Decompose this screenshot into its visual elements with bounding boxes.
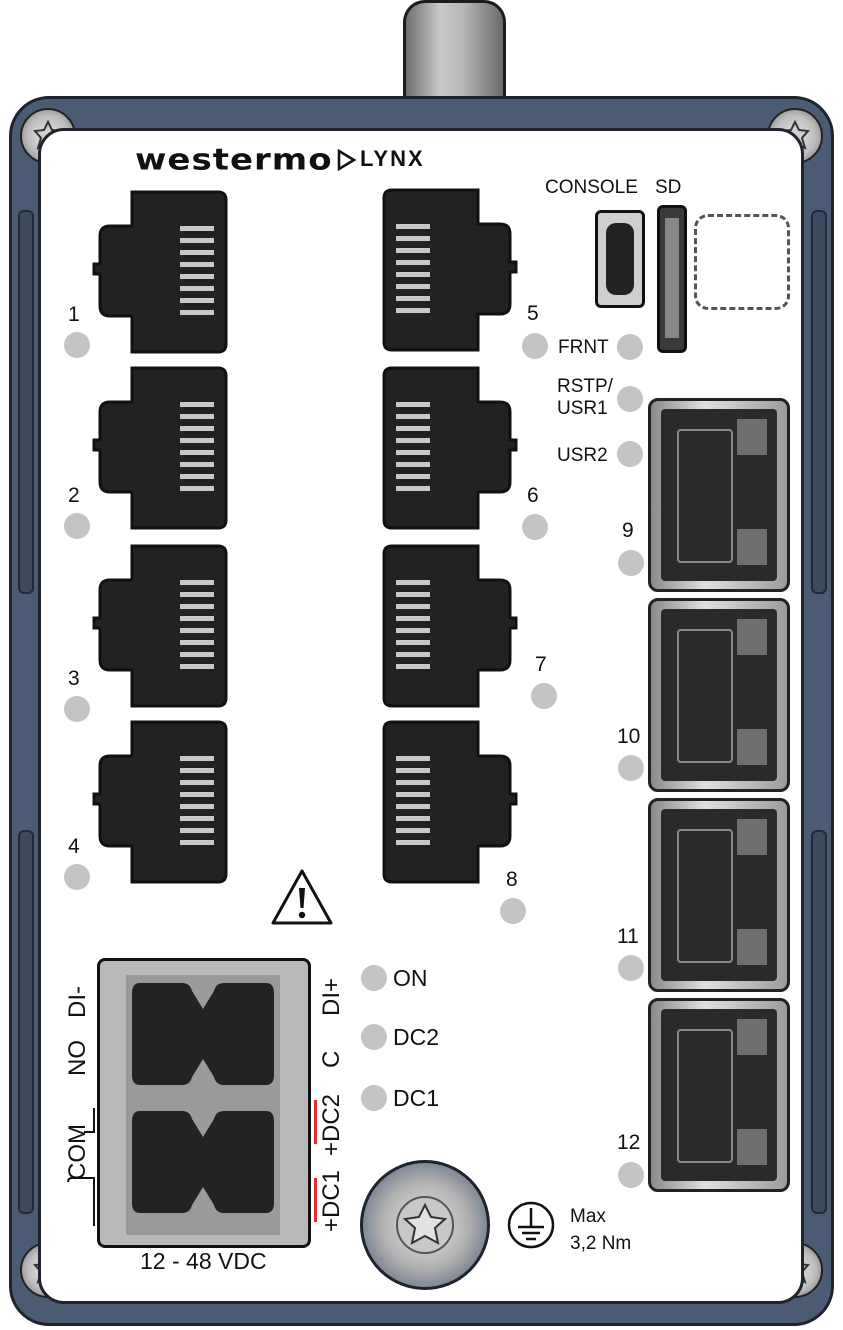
com-bracket-icon <box>67 1108 95 1226</box>
sfp-label-10: 10 <box>617 725 641 748</box>
ethernet-port-6[interactable] <box>382 366 518 530</box>
label-area <box>694 214 790 310</box>
housing-rail-right-top <box>811 210 827 594</box>
terminal-label-no: NO <box>64 1040 91 1076</box>
sfp-port-9[interactable] <box>648 398 790 592</box>
terminal-label-c: C <box>318 1050 345 1068</box>
port-label-4: 4 <box>68 835 80 858</box>
port-label-7: 7 <box>535 653 547 676</box>
port-led-3 <box>64 696 90 722</box>
housing-rail-left-bottom <box>18 830 34 1214</box>
sfp-led-11 <box>618 955 644 981</box>
port-label-6: 6 <box>527 484 539 507</box>
ethernet-port-2[interactable] <box>92 366 228 530</box>
dc2-polarity-mark <box>314 1100 317 1144</box>
terminal-label-di-plus: DI+ <box>318 977 345 1016</box>
rstp-usr1-led <box>617 386 643 412</box>
terminal-label-dc1-plus: +DC1 <box>318 1169 345 1232</box>
brand-logo: westermo <box>135 143 333 177</box>
port-led-4 <box>64 864 90 890</box>
torque-label-line2: 3,2 Nm <box>570 1233 632 1254</box>
lynx-arrow-icon <box>337 149 357 171</box>
port-led-2 <box>64 513 90 539</box>
torque-label-line1: Max <box>570 1206 606 1227</box>
port-label-1: 1 <box>68 303 80 326</box>
dc1-polarity-mark <box>314 1178 317 1222</box>
terminal-label-dc2-plus: +DC2 <box>318 1093 345 1156</box>
port-led-7 <box>531 683 557 709</box>
dc1-label: DC1 <box>393 1085 440 1111</box>
dc2-led <box>361 1024 387 1050</box>
voltage-label: 12 - 48 VDC <box>140 1248 267 1274</box>
console-label: CONSOLE <box>545 177 638 198</box>
port-led-1 <box>64 332 90 358</box>
sfp-led-9 <box>618 550 644 576</box>
sfp-port-10[interactable] <box>648 598 790 792</box>
terminal-label-di-minus: DI- <box>64 986 91 1018</box>
port-label-2: 2 <box>68 484 80 507</box>
sfp-port-12[interactable] <box>648 998 790 1192</box>
ethernet-port-3[interactable] <box>92 544 228 708</box>
ethernet-port-1[interactable] <box>92 190 228 354</box>
port-label-3: 3 <box>68 667 80 690</box>
on-led <box>361 965 387 991</box>
ethernet-port-8[interactable] <box>382 720 518 884</box>
rstp-label-line2: USR1 <box>557 398 608 419</box>
port-label-5: 5 <box>527 302 539 325</box>
usr2-label: USR2 <box>557 445 608 466</box>
sfp-label-11: 11 <box>617 925 639 948</box>
sfp-label-12: 12 <box>617 1131 641 1154</box>
sfp-led-10 <box>618 755 644 781</box>
ground-icon <box>507 1201 555 1249</box>
ground-screw <box>360 1160 490 1290</box>
ethernet-port-7[interactable] <box>382 544 518 708</box>
housing-rail-right-bottom <box>811 830 827 1214</box>
power-terminal-block[interactable] <box>97 958 311 1248</box>
sfp-label-9: 9 <box>622 519 634 542</box>
product-name: LYNX <box>360 146 425 171</box>
frnt-led <box>617 334 643 360</box>
dc2-label: DC2 <box>393 1024 440 1050</box>
housing-rail-left-top <box>18 210 34 594</box>
ethernet-port-4[interactable] <box>92 720 228 884</box>
port-led-8 <box>500 898 526 924</box>
sd-card-slot[interactable] <box>657 205 687 353</box>
port-led-6 <box>522 514 548 540</box>
port-led-5 <box>522 333 548 359</box>
sfp-led-12 <box>618 1162 644 1188</box>
frnt-label: FRNT <box>558 337 609 358</box>
rstp-label-line1: RSTP/ <box>557 376 613 397</box>
ethernet-port-5[interactable] <box>382 188 518 352</box>
dc1-led <box>361 1085 387 1111</box>
mounting-stud <box>403 0 506 98</box>
sd-label: SD <box>655 177 682 198</box>
console-port[interactable] <box>595 210 645 308</box>
port-label-8: 8 <box>506 868 518 891</box>
sfp-port-11[interactable] <box>648 798 790 992</box>
usr2-led <box>617 441 643 467</box>
on-label: ON <box>393 965 428 991</box>
warning-icon <box>271 869 333 925</box>
